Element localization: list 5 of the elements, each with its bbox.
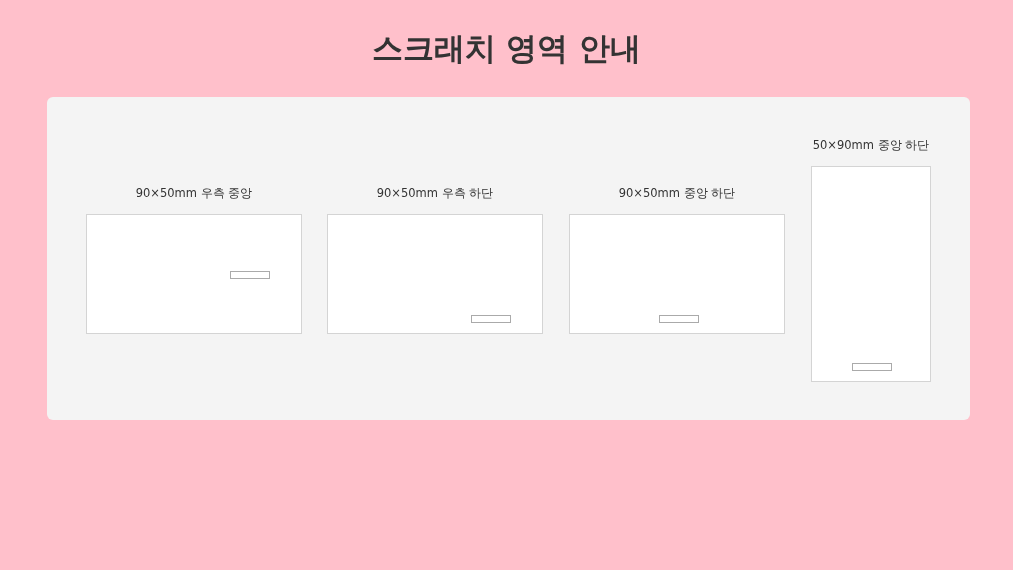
card-caption: 90×50mm 우측 중앙 (135, 185, 253, 201)
page-title: 스크래치 영역 안내 (371, 30, 642, 66)
card-caption: 90×50mm 중앙 하단 (618, 185, 736, 201)
card-caption: 90×50mm 우측 하단 (376, 185, 494, 201)
card-caption: 50×90mm 중앙 하단 (812, 137, 930, 153)
